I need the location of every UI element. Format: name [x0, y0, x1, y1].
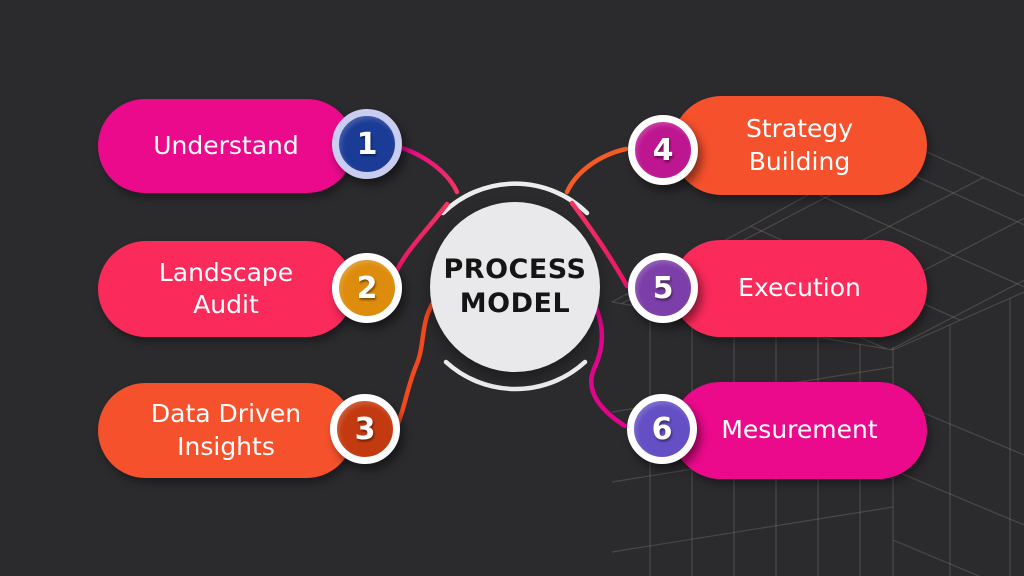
pill-label: Understand: [153, 130, 299, 160]
center-circle: PROCESS MODEL: [430, 202, 600, 372]
badge-number-text: 3: [354, 411, 376, 447]
pill-label: Strategy Building: [745, 114, 854, 176]
pill-data-driven-insights: Data Driven Insights: [98, 383, 354, 478]
connector-6: [589, 300, 628, 429]
connector-1: [396, 144, 460, 195]
connector-5: [569, 200, 630, 289]
badge-number-text: 2: [356, 270, 378, 306]
pill-mesurement: Mesurement: [672, 382, 927, 479]
pill-label: Data Driven Insights: [150, 399, 302, 461]
badge-number-1: 1: [332, 109, 402, 179]
connector-2: [394, 201, 450, 273]
center-title-line2: MODEL: [459, 288, 571, 319]
connector-4: [564, 146, 629, 195]
badge-number-text: 4: [652, 132, 674, 168]
center-title: PROCESS MODEL: [444, 253, 587, 321]
connector-3: [394, 294, 440, 429]
badge-number-text: 5: [652, 270, 674, 306]
pill-label: Landscape Audit: [158, 257, 294, 320]
center-title-line1: PROCESS: [443, 254, 587, 286]
ring-arc-bottom: [443, 359, 588, 392]
ring-arc-top: [440, 181, 590, 216]
badge-number-text: 6: [651, 411, 673, 447]
badge-number-3: 3: [330, 394, 400, 464]
pill-label: Execution: [738, 273, 861, 303]
pill-understand: Understand: [98, 99, 354, 193]
pill-execution: Execution: [672, 240, 927, 337]
pill-strategy-building: Strategy Building: [672, 96, 927, 195]
badge-number-6: 6: [627, 394, 697, 464]
pill-label: Mesurement: [721, 415, 878, 445]
badge-number-2: 2: [332, 253, 402, 323]
badge-number-text: 1: [356, 126, 378, 162]
badge-number-5: 5: [628, 253, 698, 323]
pill-landscape-audit: Landscape Audit: [98, 241, 354, 337]
badge-number-4: 4: [628, 115, 698, 185]
